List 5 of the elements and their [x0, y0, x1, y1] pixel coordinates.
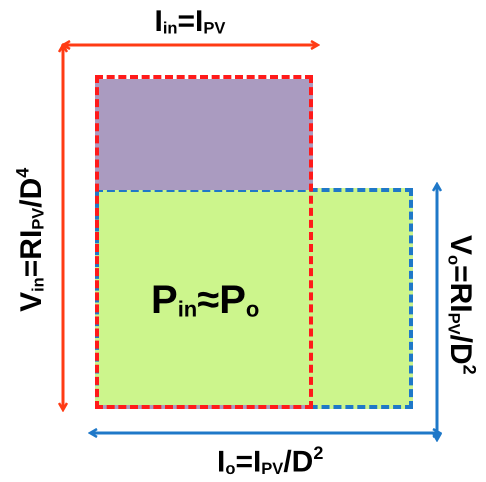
width-label: I$_{o}$=I$_{PV}$/D$^{2}$: [217, 444, 324, 478]
width-label: I$_{in}$=I$_{PV}$: [154, 7, 226, 37]
output-power-rectangle: [95, 188, 413, 409]
input-power-rectangle: [95, 75, 313, 409]
power-label: P$_{in}$≈P$_{o}$: [151, 280, 260, 320]
